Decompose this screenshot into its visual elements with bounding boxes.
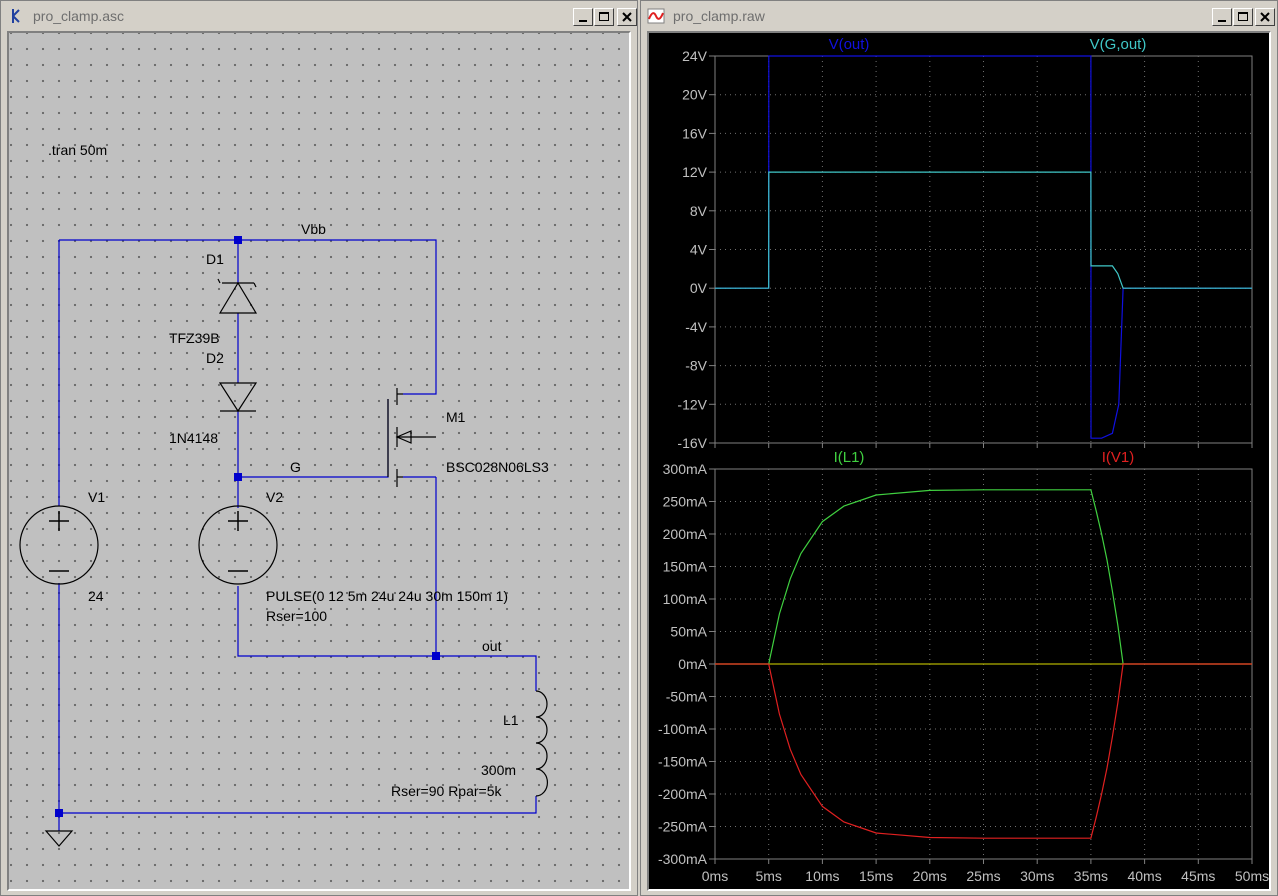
x-tick-label: 25ms <box>966 868 1000 884</box>
y-tick-label: 50mA <box>670 624 707 640</box>
maximize-button[interactable] <box>594 8 614 26</box>
v2-rser-label: Rser=100 <box>266 608 327 624</box>
schematic-canvas[interactable]: .tran 50m Vbb D1 TFZ39B D2 1N4148 G M1 B… <box>7 31 631 891</box>
x-tick-label: 30ms <box>1020 868 1054 884</box>
m1-model-label: BSC028N06LS3 <box>446 459 549 475</box>
x-tick-label: 20ms <box>913 868 947 884</box>
x-tick-label: 40ms <box>1127 868 1161 884</box>
y-tick-label: 0V <box>690 280 708 296</box>
y-tick-label: 200mA <box>663 526 708 542</box>
net-label-g[interactable]: G <box>290 459 301 475</box>
wires <box>58 239 537 831</box>
voltage-source-v1[interactable] <box>19 505 99 585</box>
waveform-window: pro_clamp.raw 24V 20V 16V 12V 8V 4V 0V -4V -8V -1… <box>640 0 1278 896</box>
x-tick-label: 45ms <box>1181 868 1215 884</box>
schematic-drawing: .tran 50m Vbb D1 TFZ39B D2 1N4148 G M1 B… <box>19 142 549 847</box>
close-button[interactable] <box>1255 8 1275 26</box>
d1-model-label: TFZ39B <box>169 330 220 346</box>
voltage-source-v2[interactable] <box>198 505 278 585</box>
x-tick-label: 0ms <box>702 868 728 884</box>
zener-diode-d1[interactable] <box>217 278 258 314</box>
x-tick-label: 15ms <box>859 868 893 884</box>
l1-label: L1 <box>503 712 519 728</box>
schematic-window: pro_clamp.asc <box>0 0 638 896</box>
ground-icon <box>44 830 74 847</box>
maximize-icon <box>599 12 609 21</box>
net-label-vbb[interactable]: Vbb <box>301 221 326 237</box>
x-tick-label: 35ms <box>1074 868 1108 884</box>
waveform-app-icon <box>647 8 665 24</box>
x-tick-label: 10ms <box>805 868 839 884</box>
l1-value-label: 300m <box>481 762 516 778</box>
y-tick-label: -250mA <box>658 819 708 835</box>
minimize-button[interactable] <box>1212 8 1232 26</box>
trace-label[interactable]: V(G,out) <box>1090 36 1147 53</box>
net-label-out[interactable]: out <box>482 638 502 654</box>
close-icon <box>1260 12 1270 22</box>
tran-directive[interactable]: .tran 50m <box>48 142 107 158</box>
schematic-title-bar[interactable]: pro_clamp.asc <box>3 3 637 29</box>
waveform-window-title: pro_clamp.raw <box>673 8 765 24</box>
y-tick-label: 250mA <box>663 494 708 510</box>
y-tick-label: 300mA <box>663 461 708 477</box>
y-tick-label: 8V <box>690 203 708 219</box>
y-tick-label: -12V <box>677 396 707 412</box>
v2-value-label: PULSE(0 12 5m 24u 24u 30m 150m 1) <box>266 588 508 604</box>
minimize-icon <box>1218 20 1226 22</box>
inductor-l1[interactable] <box>535 690 549 797</box>
y-tick-label: 24V <box>682 48 708 64</box>
close-button[interactable] <box>617 8 637 26</box>
x-tick-label: 5ms <box>755 868 781 884</box>
schematic-window-title: pro_clamp.asc <box>33 8 125 24</box>
v1-value-label: 24 <box>88 588 104 604</box>
trace-v-out[interactable] <box>715 55 1252 439</box>
junctions <box>55 236 440 817</box>
minimize-button[interactable] <box>573 8 593 26</box>
minimize-icon <box>579 20 587 22</box>
y-tick-label: 100mA <box>663 591 708 607</box>
y-tick-label: -16V <box>677 435 707 451</box>
y-tick-label: 12V <box>682 164 708 180</box>
y-tick-label: -50mA <box>666 689 708 705</box>
y-tick-label: 16V <box>682 125 708 141</box>
trace-i-l1[interactable] <box>715 489 1252 665</box>
trace-i-v1[interactable] <box>715 663 1252 839</box>
y-tick-label: 150mA <box>663 559 708 575</box>
waveform-plot[interactable]: 24V 20V 16V 12V 8V 4V 0V -4V -8V -12V -16V V(out) V(… <box>649 33 1275 891</box>
d2-label: D2 <box>206 350 224 366</box>
waveform-title-bar[interactable]: pro_clamp.raw <box>643 3 1275 29</box>
mosfet-m1[interactable] <box>387 388 436 487</box>
trace-label[interactable]: I(L1) <box>834 449 865 466</box>
trace-label[interactable]: V(out) <box>829 36 870 53</box>
plot-area[interactable]: 24V 20V 16V 12V 8V 4V 0V -4V -8V -12V -16V V(out) V(… <box>647 31 1271 891</box>
v1-label: V1 <box>88 489 105 505</box>
close-icon <box>622 12 632 22</box>
l1-params-label: Rser=90 Rpar=5k <box>391 783 503 799</box>
y-tick-label: -150mA <box>658 754 708 770</box>
schematic-app-icon <box>12 9 20 23</box>
maximize-button[interactable] <box>1233 8 1253 26</box>
y-tick-label: 20V <box>682 87 708 103</box>
maximize-icon <box>1238 12 1248 21</box>
v2-label: V2 <box>266 489 283 505</box>
diode-d2[interactable] <box>218 382 258 413</box>
y-tick-label: 0mA <box>678 656 707 672</box>
y-tick-label: 4V <box>690 242 708 258</box>
trace-v-g-out[interactable] <box>715 171 1252 289</box>
m1-label: M1 <box>446 409 466 425</box>
y-tick-label: -8V <box>685 358 707 374</box>
x-tick-label: 50ms <box>1235 868 1269 884</box>
trace-label[interactable]: I(V1) <box>1102 449 1135 466</box>
d2-model-label: 1N4148 <box>169 430 218 446</box>
y-tick-label: -4V <box>685 319 707 335</box>
y-tick-label: -200mA <box>658 786 708 802</box>
y-tick-label: -100mA <box>658 721 708 737</box>
y-tick-label: -300mA <box>658 851 708 867</box>
d1-label: D1 <box>206 251 224 267</box>
